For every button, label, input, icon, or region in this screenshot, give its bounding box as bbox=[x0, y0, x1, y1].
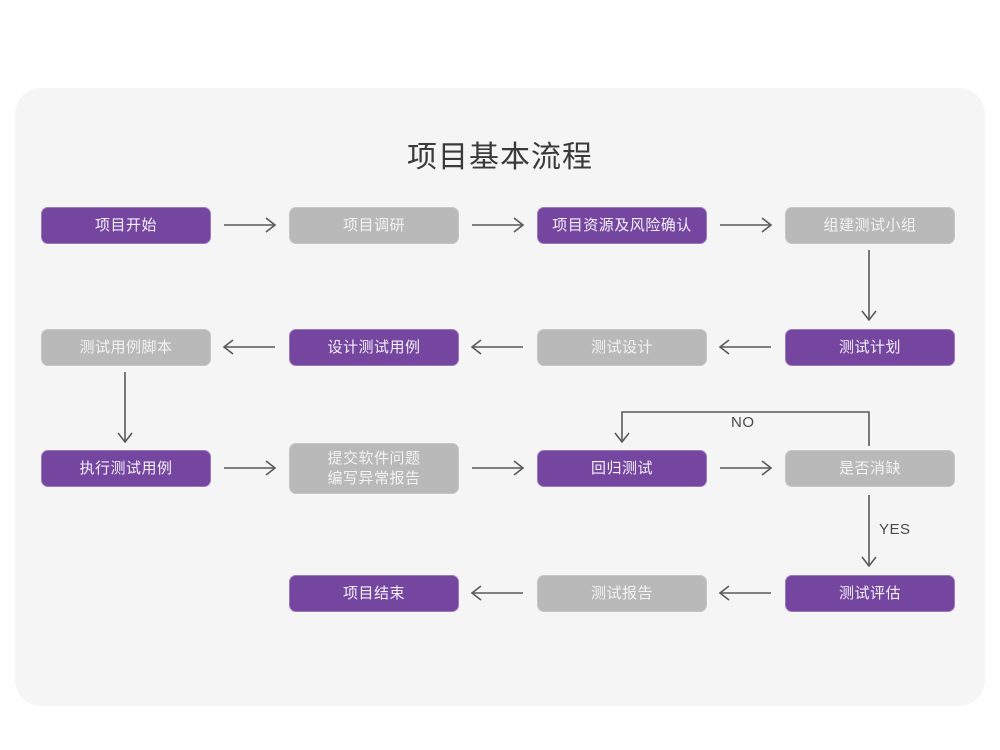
node-submit-issue-report[interactable]: 提交软件问题 编写异常报告 bbox=[289, 443, 459, 494]
node-project-end[interactable]: 项目结束 bbox=[289, 575, 459, 612]
node-project-start[interactable]: 项目开始 bbox=[41, 207, 211, 244]
page-title: 项目基本流程 bbox=[407, 141, 593, 174]
node-project-research[interactable]: 项目调研 bbox=[289, 207, 459, 244]
node-design-test-case[interactable]: 设计测试用例 bbox=[289, 329, 459, 366]
node-resource-risk-confirm[interactable]: 项目资源及风险确认 bbox=[537, 207, 707, 244]
node-form-test-team[interactable]: 组建测试小组 bbox=[785, 207, 955, 244]
node-test-case-script[interactable]: 测试用例脚本 bbox=[41, 329, 211, 366]
node-test-report[interactable]: 测试报告 bbox=[537, 575, 707, 612]
node-test-design[interactable]: 测试设计 bbox=[537, 329, 707, 366]
edge-label-yes: YES bbox=[879, 521, 911, 538]
edge-label-no: NO bbox=[731, 414, 755, 431]
node-test-evaluation[interactable]: 测试评估 bbox=[785, 575, 955, 612]
node-defect-cleared[interactable]: 是否消缺 bbox=[785, 450, 955, 487]
node-execute-test-case[interactable]: 执行测试用例 bbox=[41, 450, 211, 487]
node-test-plan[interactable]: 测试计划 bbox=[785, 329, 955, 366]
diagram-card bbox=[15, 88, 985, 706]
node-regression-test[interactable]: 回归测试 bbox=[537, 450, 707, 487]
